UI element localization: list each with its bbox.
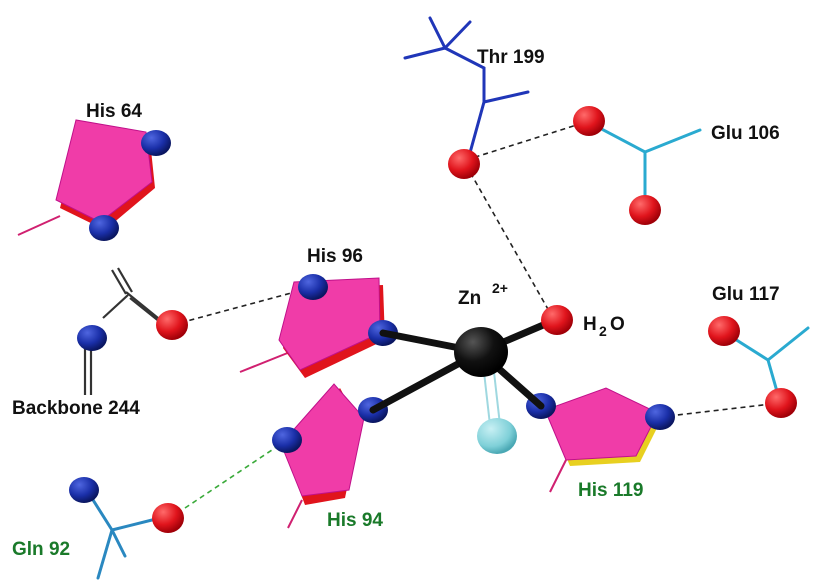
backbone244-oxygen-atom xyxy=(156,310,188,340)
hbond-his119-glu117 xyxy=(659,402,781,418)
gln92-residue xyxy=(86,490,162,580)
his64-residue xyxy=(17,119,171,241)
label-water-o: O xyxy=(610,314,625,335)
label-water-h: H xyxy=(583,314,597,335)
label-glu117: Glu 117 xyxy=(712,284,780,305)
his64-nitrogen-atom xyxy=(89,215,119,241)
label-water-subscript: 2 xyxy=(599,323,607,339)
his119-ring xyxy=(544,387,659,461)
glu106-residue xyxy=(592,123,702,207)
hbond-thr199-water xyxy=(465,164,554,319)
hbond-thr199-glu106 xyxy=(465,121,587,161)
his94-ring xyxy=(280,383,365,497)
glu117-oxygen-atom xyxy=(708,316,740,346)
thr199-oxygen-atom xyxy=(448,149,480,179)
glu106-oxygen-atom xyxy=(573,106,605,136)
his119-nitrogen-atom xyxy=(645,404,675,430)
his119-residue xyxy=(526,387,675,493)
ghost-ligand-bond xyxy=(483,371,501,426)
hbond-gln92-his94 xyxy=(169,439,288,519)
ghost-ligand-atom xyxy=(477,418,517,454)
his94-residue xyxy=(272,383,388,529)
label-his94: His 94 xyxy=(327,510,383,531)
label-his64: His 64 xyxy=(86,101,142,122)
label-his96: His 96 xyxy=(307,246,363,267)
gln92-oxygen-atom xyxy=(152,503,184,533)
gln92-nitrogen-atom xyxy=(69,477,99,503)
his64-nitrogen-atom xyxy=(141,130,171,156)
backbone244-nitrogen-atom xyxy=(77,325,107,351)
his96-ring xyxy=(278,277,381,371)
glu106-oxygen-atom xyxy=(629,195,661,225)
zinc-ion xyxy=(454,327,508,377)
label-zinc: Zn xyxy=(458,288,481,309)
label-backbone244: Backbone 244 xyxy=(12,398,140,419)
water-oxygen-atom xyxy=(541,305,573,335)
glu117-oxygen-atom xyxy=(765,388,797,418)
label-his119: His 119 xyxy=(578,480,644,501)
his96-residue xyxy=(239,274,398,378)
thr199-residue xyxy=(403,16,530,162)
label-zinc-charge: 2+ xyxy=(492,280,508,296)
his94-nitrogen-atom xyxy=(272,427,302,453)
hydrogen-bonds xyxy=(171,121,781,418)
glu117-residue xyxy=(725,326,810,397)
hbond-backbone-his96 xyxy=(171,287,311,326)
label-thr199: Thr 199 xyxy=(477,47,545,68)
label-glu106: Glu 106 xyxy=(711,123,780,144)
his96-nitrogen-atom xyxy=(298,274,328,300)
label-gln92: Gln 92 xyxy=(12,539,70,560)
